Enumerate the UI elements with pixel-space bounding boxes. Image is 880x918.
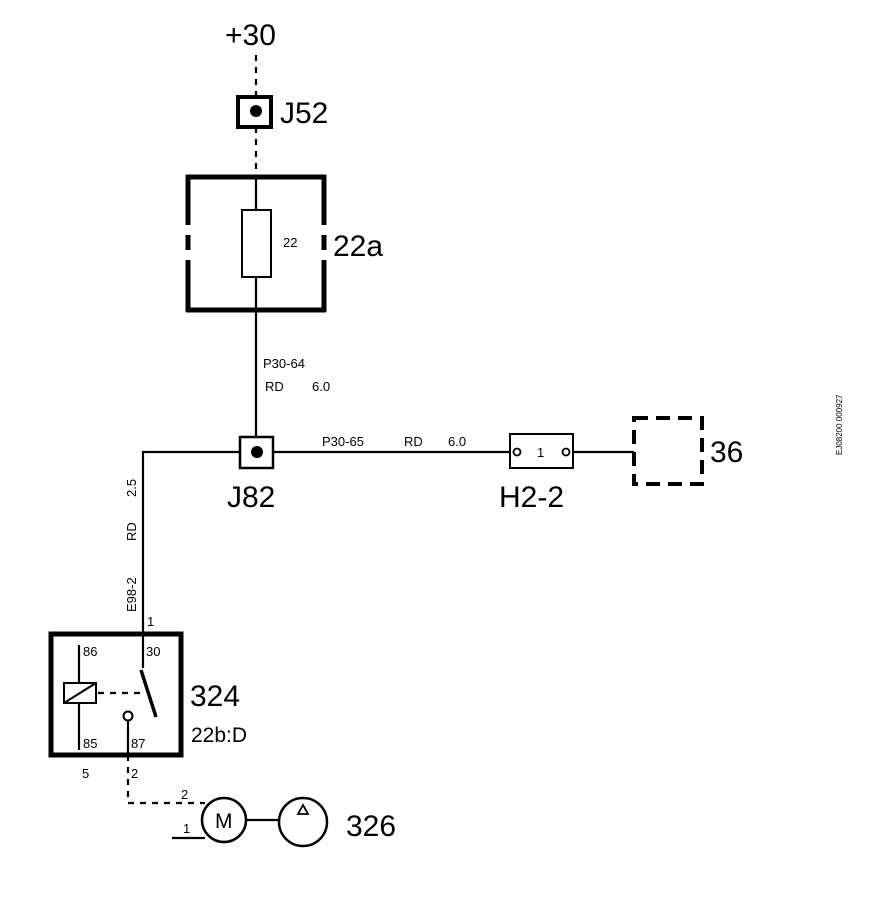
supply-label: +30 (225, 19, 276, 52)
wire-p30-65-color: RD (404, 434, 423, 449)
wire-e98-2-color: RD (124, 522, 139, 541)
connector-pin-left (512, 447, 522, 457)
j52-label: J52 (280, 97, 328, 130)
relay-switch (122, 634, 158, 755)
pump (277, 796, 329, 848)
j82-label: J82 (227, 481, 275, 514)
pump-triangle-icon (296, 803, 310, 815)
relay-pin-87: 87 (131, 736, 145, 751)
motor-label: 326 (346, 810, 396, 843)
wire-p30-64-size: 6.0 (312, 379, 330, 394)
relay-pin-top-number: 1 (147, 614, 154, 629)
wire-relay-to-motor (126, 755, 205, 805)
relay-pin-86: 86 (83, 644, 97, 659)
wire-p30-65-id: P30-65 (322, 434, 364, 449)
wire-e98-2-size: 2.5 (124, 479, 139, 497)
side-code: EJ08200 000927 (835, 394, 844, 455)
component-36-label: 36 (710, 436, 743, 469)
motor-pin-2: 2 (181, 787, 188, 802)
connector-pin-number: 1 (537, 445, 544, 460)
relay-pin-30: 30 (146, 644, 160, 659)
wire-e98-2-id: E98-2 (124, 577, 139, 612)
wire-e98-2 (141, 450, 240, 634)
motor-symbol: M (215, 810, 233, 833)
fuse-number: 22 (283, 235, 297, 250)
j52-node (250, 105, 262, 117)
connector-label: H2-2 (499, 481, 564, 514)
relay-below-right: 2 (131, 766, 138, 781)
relay-coil (63, 645, 97, 750)
relay-sub-label: 22b:D (191, 724, 247, 747)
fuse-box-label: 22a (333, 230, 383, 263)
motor-pin-1: 1 (183, 821, 190, 836)
wire-p30-64-id: P30-64 (263, 356, 305, 371)
relay-324 (48, 631, 184, 758)
j82-node (251, 446, 263, 458)
component-36 (632, 416, 704, 486)
fuse-22 (241, 209, 272, 278)
relay-below-left: 5 (82, 766, 89, 781)
wire-p30-64-color: RD (265, 379, 284, 394)
relay-pin-85: 85 (83, 736, 97, 751)
connector-pin-right (561, 447, 571, 457)
j52-junction (236, 95, 273, 129)
relay-label: 324 (190, 680, 240, 713)
wire-p30-65-size: 6.0 (448, 434, 466, 449)
